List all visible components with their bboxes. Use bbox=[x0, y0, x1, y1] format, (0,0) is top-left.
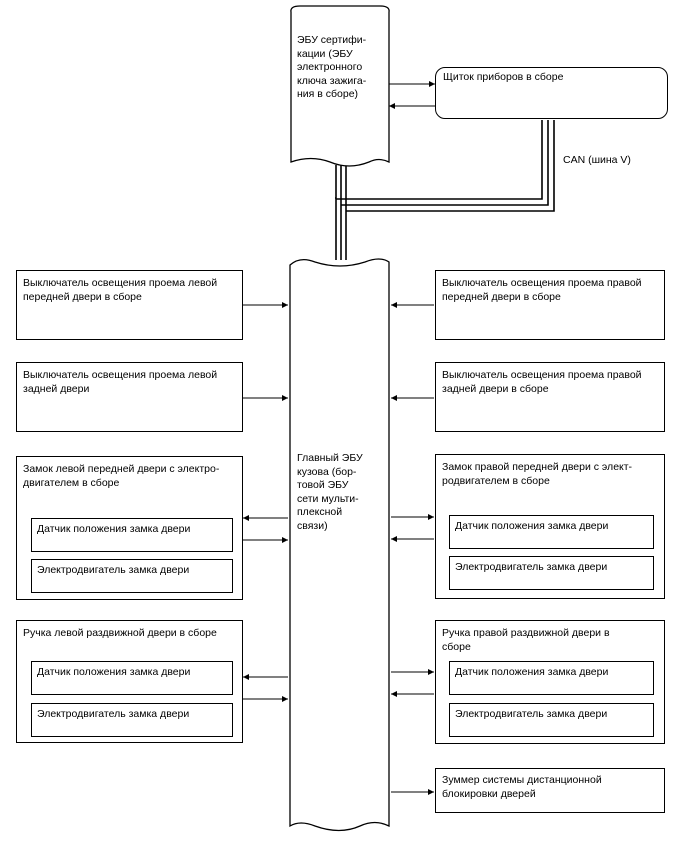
right-front-courtesy-switch-label: Выключатель освещения проема правой пере… bbox=[442, 277, 642, 303]
instrument-cluster-box: Щиток приборов в сборе bbox=[435, 67, 668, 119]
left-slide-handle-box: Ручка левой раздвижной двери в сборе Дат… bbox=[16, 620, 243, 743]
right-front-lock-motor-box: Электродвигатель замка двери bbox=[449, 556, 654, 590]
right-slide-motor-box: Электродвигатель замка двери bbox=[449, 703, 654, 737]
right-arrows bbox=[391, 302, 434, 795]
left-arrows bbox=[243, 302, 288, 702]
right-front-lock-sensor-box: Датчик положения замка двери bbox=[449, 515, 654, 549]
right-slide-motor-label: Электродвигатель замка двери bbox=[455, 708, 608, 720]
can-bus bbox=[335, 120, 555, 260]
right-front-door-lock-label: Замок правой передней двери с элект- род… bbox=[442, 461, 633, 487]
cert-meter-arrows bbox=[389, 81, 435, 109]
right-front-door-lock-box: Замок правой передней двери с элект- род… bbox=[435, 454, 665, 599]
right-front-lock-motor-label: Электродвигатель замка двери bbox=[455, 561, 608, 573]
left-front-door-lock-label: Замок левой передней двери с электро- дв… bbox=[23, 463, 220, 489]
wireless-door-lock-buzzer-label: Зуммер системы дистанционной блокировки … bbox=[442, 774, 602, 800]
left-front-lock-motor-box: Электродвигатель замка двери bbox=[31, 559, 233, 593]
cert-ecu-label: ЭБУ сертифи- кации (ЭБУ электронного клю… bbox=[297, 34, 367, 100]
left-front-lock-motor-label: Электродвигатель замка двери bbox=[37, 564, 190, 576]
right-front-lock-sensor-label: Датчик положения замка двери bbox=[455, 520, 609, 532]
left-front-door-lock-box: Замок левой передней двери с электро- дв… bbox=[16, 456, 243, 600]
right-slide-sensor-box: Датчик положения замка двери bbox=[449, 661, 654, 695]
right-front-courtesy-switch-box: Выключатель освещения проема правой пере… bbox=[435, 270, 665, 340]
right-slide-handle-label: Ручка правой раздвижной двери в сборе bbox=[442, 627, 610, 653]
instrument-cluster-label: Щиток приборов в сборе bbox=[443, 71, 564, 83]
left-front-courtesy-switch-label: Выключатель освещения проема левой перед… bbox=[23, 277, 218, 303]
left-slide-sensor-box: Датчик положения замка двери bbox=[31, 661, 233, 695]
left-slide-handle-label: Ручка левой раздвижной двери в сборе bbox=[23, 627, 217, 639]
cert-ecu-shape bbox=[290, 5, 390, 167]
left-rear-courtesy-switch-box: Выключатель освещения проема левой задне… bbox=[16, 362, 243, 432]
left-front-lock-sensor-box: Датчик положения замка двери bbox=[31, 518, 233, 552]
left-rear-courtesy-switch-label: Выключатель освещения проема левой задне… bbox=[23, 369, 218, 395]
right-rear-courtesy-switch-label: Выключатель освещения проема правой задн… bbox=[442, 369, 642, 395]
right-slide-handle-box: Ручка правой раздвижной двери в сборе Да… bbox=[435, 620, 665, 744]
main-ecu-label: Главный ЭБУ кузова (бор- товой ЭБУ сети … bbox=[297, 452, 363, 532]
wireless-door-lock-buzzer-box: Зуммер системы дистанционной блокировки … bbox=[435, 768, 665, 813]
left-slide-motor-label: Электродвигатель замка двери bbox=[37, 708, 190, 720]
left-slide-sensor-label: Датчик положения замка двери bbox=[37, 666, 191, 678]
left-front-courtesy-switch-box: Выключатель освещения проема левой перед… bbox=[16, 270, 243, 340]
left-slide-motor-box: Электродвигатель замка двери bbox=[31, 703, 233, 737]
can-bus-label: CAN (шина V) bbox=[563, 154, 631, 166]
main-ecu-shape bbox=[289, 258, 390, 832]
right-slide-sensor-label: Датчик положения замка двери bbox=[455, 666, 609, 678]
left-front-lock-sensor-label: Датчик положения замка двери bbox=[37, 523, 191, 535]
right-rear-courtesy-switch-box: Выключатель освещения проема правой задн… bbox=[435, 362, 665, 432]
